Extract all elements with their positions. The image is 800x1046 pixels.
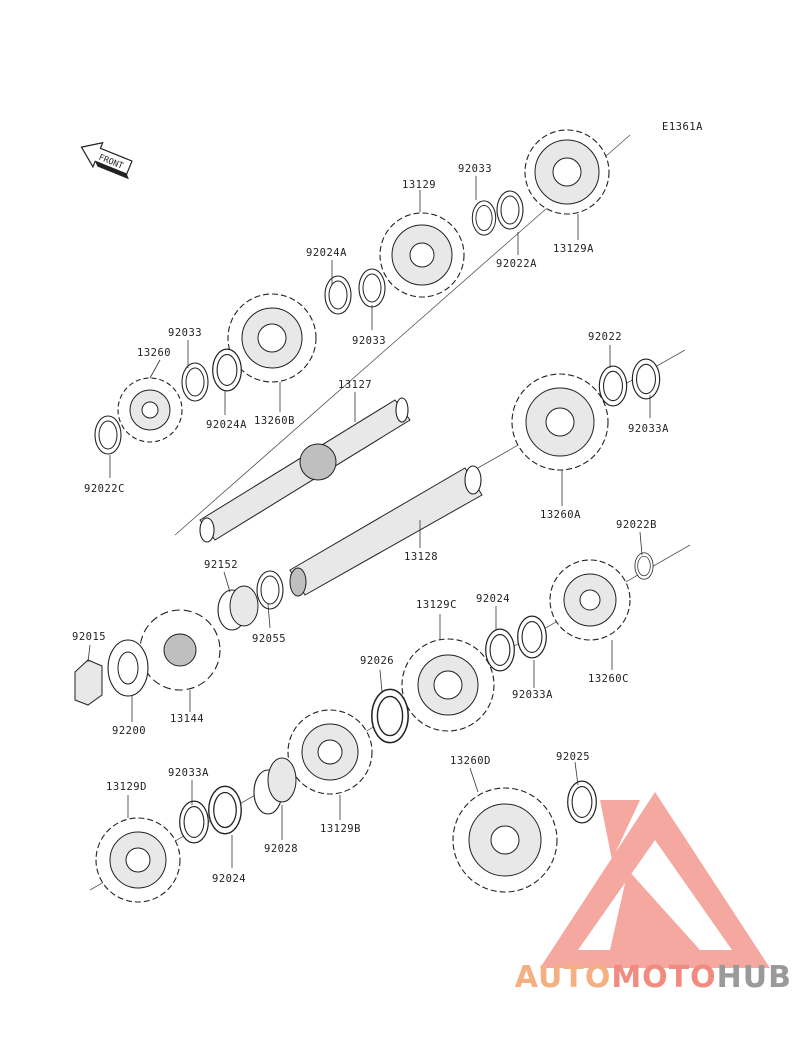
label-92033-top: 92033 [458, 163, 492, 175]
gear-13129B [287, 709, 373, 795]
label-13260: 13260 [137, 347, 171, 359]
label-92025: 92025 [556, 751, 590, 763]
nut-92015 [74, 659, 103, 706]
ring-92033A-mid [517, 615, 547, 659]
ring-92024A-top [324, 275, 352, 315]
label-92022A: 92022A [496, 258, 537, 270]
ring-92024-low [208, 785, 242, 835]
gear-13260A [511, 373, 609, 471]
gear-13129D [95, 817, 181, 903]
ring-92055 [256, 570, 284, 610]
ring-92033-left [181, 362, 209, 402]
diagram-code: E1361A [662, 121, 703, 133]
label-92022: 92022 [588, 331, 622, 343]
washer-92200 [107, 639, 149, 697]
label-92026: 92026 [360, 655, 394, 667]
label-92022C: 92022C [84, 483, 125, 495]
logo-part-auto: AUTO [514, 960, 612, 995]
label-13127: 13127 [338, 379, 372, 391]
gear-13260B [227, 293, 317, 383]
ring-92033-top [471, 200, 497, 236]
label-13129A: 13129A [553, 243, 594, 255]
gear-13260D [452, 787, 558, 893]
label-92033-mid: 92033 [352, 335, 386, 347]
gear-13129C [401, 638, 495, 732]
label-92024A-top: 92024A [306, 247, 347, 259]
label-92152: 92152 [204, 559, 238, 571]
watermark-logo: AUTOMOTOHUB [515, 960, 792, 995]
label-13260A: 13260A [540, 509, 581, 521]
label-92033A-low: 92033A [168, 767, 209, 779]
label-13260B: 13260B [254, 415, 295, 427]
logo-part-moto: MOTO [611, 960, 717, 995]
ring-92022A [496, 190, 524, 230]
ring-92033A-low [179, 800, 209, 844]
ring-92024A-left [212, 348, 242, 392]
gear-13129A [524, 129, 610, 215]
shaft-13128 [289, 465, 483, 597]
watermark-triangle [540, 792, 770, 968]
label-13129D: 13129D [106, 781, 147, 793]
label-13260D: 13260D [450, 755, 491, 767]
gear-13129 [379, 212, 465, 298]
label-92024-low: 92024 [212, 873, 246, 885]
label-13129: 13129 [402, 179, 436, 191]
label-92033A-right: 92033A [628, 423, 669, 435]
collar-92152 [217, 585, 259, 631]
label-13129B: 13129B [320, 823, 361, 835]
ring-92026 [371, 688, 409, 744]
label-92028: 92028 [264, 843, 298, 855]
label-92015: 92015 [72, 631, 106, 643]
ring-92025 [567, 780, 597, 824]
logo-part-hub: HUB [716, 960, 792, 995]
label-92200: 92200 [112, 725, 146, 737]
ring-92022C [94, 415, 122, 455]
leader-lines [87, 176, 651, 868]
label-13128: 13128 [404, 551, 438, 563]
label-92024A-left: 92024A [206, 419, 247, 431]
ring-92033A-right [631, 358, 661, 400]
gear-13260 [117, 377, 183, 443]
bushing-92028 [253, 757, 297, 815]
sprocket-13144 [139, 609, 221, 691]
label-92033-left: 92033 [168, 327, 202, 339]
ring-92033-mid [358, 268, 386, 308]
label-13260C: 13260C [588, 673, 629, 685]
ring-92022B [634, 552, 654, 580]
ring-92024-mid [485, 628, 515, 672]
label-92024-mid: 92024 [476, 593, 510, 605]
shaft-13127 [199, 397, 411, 543]
label-92033A-mid: 92033A [512, 689, 553, 701]
label-13129C: 13129C [416, 599, 457, 611]
ring-92022 [598, 365, 628, 407]
front-arrow-icon: FRONT [80, 141, 133, 180]
gear-13260C [549, 559, 631, 641]
label-13144: 13144 [170, 713, 204, 725]
label-92022B: 92022B [616, 519, 657, 531]
label-92055: 92055 [252, 633, 286, 645]
